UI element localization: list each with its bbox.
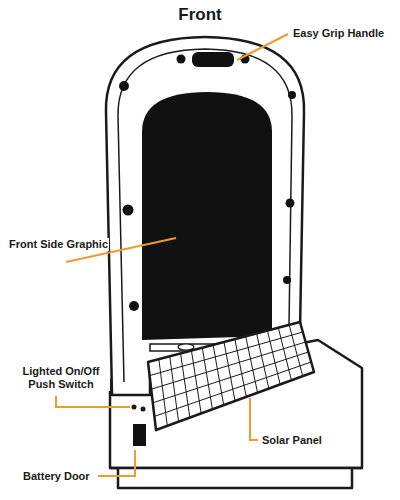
battery-door <box>133 424 146 446</box>
grip-handle <box>192 52 234 67</box>
drawing-stroke <box>250 398 258 440</box>
cell-line <box>181 353 190 417</box>
drawing-stroke <box>177 55 186 64</box>
drawing-stroke <box>119 81 129 91</box>
base-edge <box>110 467 362 470</box>
base-foot <box>118 468 352 488</box>
drawing-stroke <box>283 276 291 284</box>
solar-panel <box>148 322 314 430</box>
solar-cells <box>150 325 312 426</box>
drawing-stroke <box>237 34 288 60</box>
drawing-stroke <box>286 199 295 208</box>
cell-line <box>153 352 309 403</box>
cell-line <box>191 351 201 414</box>
drawing-stroke <box>123 205 134 216</box>
part-label: Battery Door <box>22 470 91 483</box>
part-label: Easy Grip Handle <box>292 27 385 40</box>
cell-line <box>202 348 212 410</box>
part-label: Lighted On/Off Push Switch <box>12 365 110 391</box>
cell-line <box>151 342 305 389</box>
drawing-stroke <box>129 301 139 311</box>
diagram-title: Front <box>0 5 400 25</box>
cell-line <box>154 362 311 416</box>
cell-line <box>170 356 179 421</box>
drawing-stroke <box>288 91 296 99</box>
drawing-stroke <box>56 396 130 407</box>
mount-holes <box>119 55 296 312</box>
push-switch <box>132 405 137 410</box>
part-label: Solar Panel <box>261 434 323 447</box>
push-switch-light <box>141 407 146 412</box>
sign-body <box>106 37 362 488</box>
drawing-stroke <box>98 450 135 476</box>
part-label: Front Side Graphic <box>8 238 109 251</box>
leader-lines <box>56 34 288 476</box>
slot-clip <box>178 344 194 350</box>
cell-line <box>213 345 224 405</box>
graphic-panel <box>142 92 272 340</box>
cell-line <box>159 359 167 426</box>
cell-line <box>150 332 303 376</box>
